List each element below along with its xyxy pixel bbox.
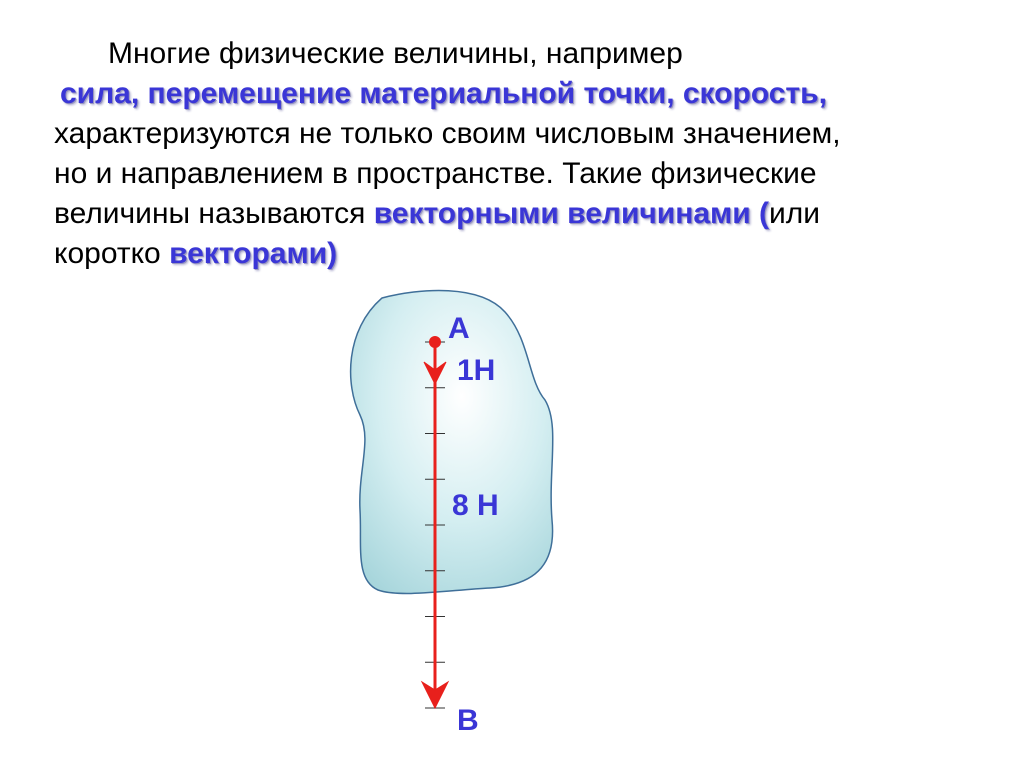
body-shape bbox=[349, 289, 554, 595]
force-label-8n: 8 Н bbox=[452, 489, 499, 522]
text-line-3: характеризуются не только своим числовым… bbox=[54, 114, 994, 154]
text-line-2: сила, перемещение материальной точки, ск… bbox=[54, 74, 994, 114]
text-line-3-content: характеризуются не только своим числовым… bbox=[54, 117, 841, 150]
scale-label-1n: 1Н bbox=[457, 354, 495, 387]
highlight-examples: сила, перемещение материальной точки, ск… bbox=[60, 77, 827, 110]
text-line-6: коротко векторами) bbox=[54, 234, 994, 274]
text-line-5: величины называются векторными величинам… bbox=[54, 194, 994, 234]
text-line-4: но и направлением в пространстве. Такие … bbox=[54, 154, 994, 194]
text-line-1-content: Многие физические величины, например bbox=[108, 37, 683, 70]
unit-arrowhead-1n bbox=[423, 361, 447, 386]
text-line-4-content: но и направлением в пространстве. Такие … bbox=[54, 157, 817, 190]
point-a-label: А bbox=[448, 312, 470, 345]
text-line-5-start: величины называются bbox=[54, 197, 374, 230]
text-line-5-end: или bbox=[769, 197, 821, 230]
text-line-6-start: коротко bbox=[54, 237, 170, 270]
point-a-dot bbox=[429, 336, 441, 348]
vector-arrowhead-b bbox=[420, 680, 450, 710]
intro-paragraph: Многие физические величины, например сил… bbox=[54, 34, 994, 274]
text-line-1: Многие физические величины, например bbox=[54, 34, 994, 74]
highlight-vector-quantities: векторными величинами ( bbox=[373, 197, 770, 230]
highlight-vectors: векторами) bbox=[169, 237, 338, 270]
point-b-label: В bbox=[457, 704, 479, 737]
